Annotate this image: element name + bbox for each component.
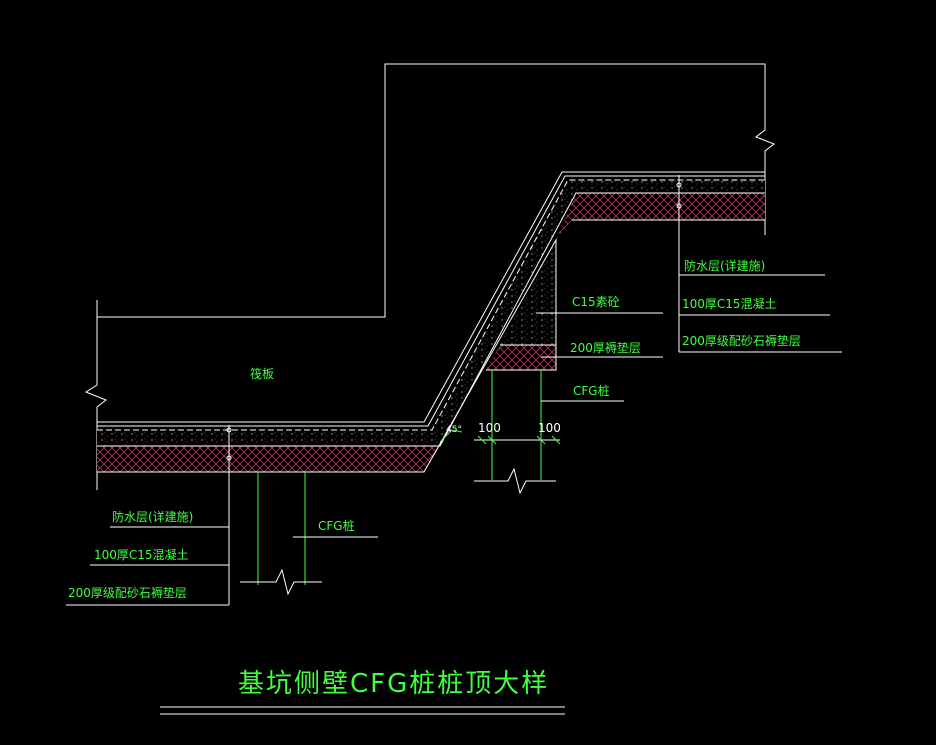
slope-cushion-label: 200厚褥垫层 — [570, 340, 641, 355]
left-cushion-label: 200厚级配砂石褥垫层 — [68, 585, 187, 600]
slope-plain-concrete — [500, 240, 556, 345]
cfg-piles — [240, 370, 556, 596]
slope-cushion — [486, 345, 556, 370]
layer-section — [97, 171, 765, 473]
left-concrete-label: 100厚C15混凝土 — [94, 547, 189, 562]
cushion-layer — [97, 446, 440, 472]
bottom-cfg-label: CFG桩 — [318, 518, 355, 533]
right-cushion-label: 200厚级配砂石褥垫层 — [682, 333, 801, 348]
drawing-title: 基坑侧壁CFG桩桩顶大样 — [238, 669, 549, 699]
right-waterproof-label: 防水层(详建施) — [684, 258, 765, 273]
slope-cfg-label: CFG桩 — [573, 383, 610, 398]
cushion-layer-top — [556, 193, 765, 240]
right-concrete-label: 100厚C15混凝土 — [682, 296, 777, 311]
dimension-angle: 45° — [446, 425, 462, 435]
dimension-left: 100 — [478, 421, 501, 435]
raft-label: 筏板 — [250, 367, 274, 381]
dimension-right: 100 — [538, 421, 561, 435]
slope-plain-concrete-label: C15素砼 — [572, 295, 620, 309]
left-waterproof-label: 防水层(详建施) — [112, 509, 193, 524]
annotations: 筏板 防水层(详建施) 100厚C15混凝土 200厚级配砂石褥垫层 C15素砼… — [68, 258, 801, 715]
raft-outline — [84, 63, 776, 490]
leaders — [66, 175, 842, 606]
